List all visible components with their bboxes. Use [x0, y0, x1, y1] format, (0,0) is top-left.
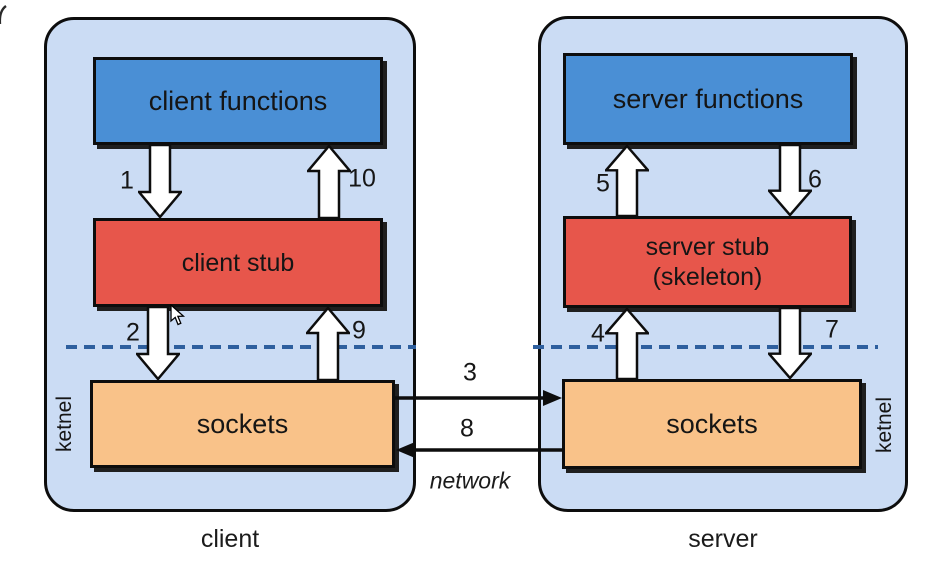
- step-label-2: 2: [126, 318, 140, 347]
- client-kernel-label: ketnel: [53, 395, 76, 453]
- network-label: network: [429, 467, 511, 494]
- step-label-1: 1: [120, 166, 134, 195]
- client-panel-title: client: [200, 525, 260, 553]
- block-arrow-down-icon: [136, 307, 180, 380]
- block-arrow-up-icon: [307, 145, 351, 218]
- mouse-cursor: [170, 304, 186, 326]
- server-stub-label-line2: (skeleton): [652, 263, 763, 291]
- step-label-10: 10: [348, 164, 376, 193]
- network-arrow-right-icon: [394, 390, 562, 406]
- client-functions-label: client functions: [148, 85, 328, 116]
- server-functions-label: server functions: [612, 83, 804, 114]
- server-sockets-box: sockets: [562, 379, 862, 469]
- server-panel-title: server: [688, 525, 758, 553]
- step-label-8: 8: [460, 414, 474, 443]
- step-label-4: 4: [591, 319, 605, 348]
- client-sockets-box: sockets: [90, 380, 395, 468]
- client-stub-label: client stub: [181, 248, 295, 277]
- client-stub-box: client stub: [93, 218, 383, 307]
- block-arrow-down-icon: [768, 145, 812, 216]
- step-label-3: 3: [463, 358, 477, 387]
- block-arrow-up-icon: [605, 145, 649, 216]
- block-arrow-up-icon: [605, 308, 649, 379]
- server-sockets-label: sockets: [666, 408, 758, 439]
- client-sockets-label: sockets: [196, 408, 289, 439]
- step-label-7: 7: [825, 315, 839, 344]
- block-arrow-up-icon: [306, 307, 350, 380]
- step-label-9: 9: [352, 316, 366, 345]
- client-kernel-boundary-line: [66, 345, 416, 349]
- step-label-6: 6: [808, 165, 822, 194]
- server-functions-box: server functions: [563, 53, 853, 145]
- server-kernel-boundary-line: [533, 345, 878, 349]
- step-label-5: 5: [596, 169, 610, 198]
- server-stub-box: server stub (skeleton): [563, 216, 852, 308]
- client-functions-box: client functions: [93, 57, 383, 145]
- block-arrow-down-icon: [768, 308, 812, 379]
- server-kernel-label: ketnel: [873, 396, 896, 454]
- server-stub-label-line1: server stub: [645, 233, 770, 261]
- network-arrow-left-icon: [396, 442, 564, 458]
- block-arrow-down-icon: [138, 145, 182, 218]
- screen-edge-artifact: [0, 5, 7, 24]
